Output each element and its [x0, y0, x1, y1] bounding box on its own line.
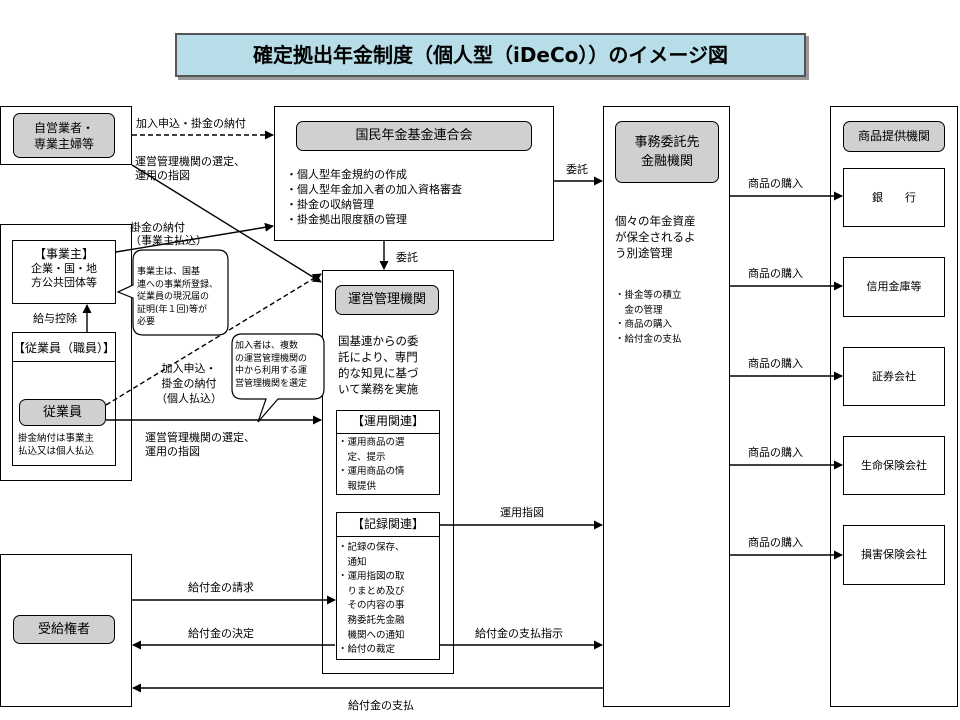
- employees-group-divider: [12, 361, 116, 362]
- employer-label: 【事業主】: [33, 247, 94, 261]
- provider-credit-union: 信用金庫等: [843, 257, 945, 317]
- provider-bank: 銀 行: [843, 168, 945, 227]
- label-benefit-decision: 給付金の決定: [188, 627, 254, 640]
- operation-title: 【運用関連】: [351, 414, 424, 428]
- federation-label: 国民年金基金連合会: [296, 121, 532, 151]
- title-banner: [175, 33, 806, 77]
- label-purchase: 商品の購入: [748, 357, 803, 370]
- label-purchase: 商品の購入: [748, 536, 803, 549]
- balloon-participant-shape: [231, 333, 325, 423]
- record-title: 【記録関連】: [351, 517, 424, 531]
- label-investment-instruction: 運用指図: [500, 506, 544, 519]
- label-salary-deduction: 給与控除: [33, 312, 77, 325]
- providers-title: 商品提供機関: [843, 121, 945, 152]
- provider-nonlife-insurance: 損害保険会社: [843, 525, 945, 585]
- label-payment-instruction: 給付金の支払指示: [475, 627, 563, 640]
- label-purchase: 商品の購入: [748, 177, 803, 190]
- label-entrust-2: 委託: [396, 251, 418, 264]
- self-employed-label: 自営業者・ 専業主婦等: [13, 113, 115, 158]
- record-keeper-label: 運営管理機関: [335, 285, 439, 315]
- label-benefit-request: 給付金の請求: [188, 581, 254, 594]
- label-apply-individual: 加入申込・ 掛金の納付 （個人払込）: [156, 362, 222, 405]
- label-contribution-employer: 掛金の納付 （事業主払込）: [130, 221, 207, 247]
- federation-items: ・個人型年金規約の作成 ・個人型年金加入者の加入資格審査 ・掛金の収納管理 ・掛…: [286, 168, 462, 227]
- label-purchase: 商品の購入: [748, 267, 803, 280]
- record-items: ・記録の保存、 通知 ・運用指図の取 りまとめ及び その内容の事 務委託先金融 …: [338, 542, 405, 656]
- federation-item: ・掛金の収納管理: [286, 198, 374, 211]
- federation-item: ・掛金拠出限度額の管理: [286, 213, 407, 226]
- page-title: 確定拠出年金制度（個人型（iDeCo））のイメージ図: [252, 43, 729, 67]
- label-benefit-payment: 給付金の支払: [348, 699, 414, 712]
- label-purchase: 商品の購入: [748, 446, 803, 459]
- label-entrust-1: 委託: [566, 163, 588, 176]
- employer-sub: 企業・国・地 方公共団体等: [31, 262, 97, 289]
- arrow-apply-individual: [105, 273, 322, 406]
- federation-item: ・個人型年金規約の作成: [286, 168, 407, 181]
- beneficiary-label: 受給権者: [13, 615, 115, 644]
- balloon-employer-text: 事業主は、国基 連への事業所登録、 従業員の現況届の 証明(年１回)等が 必要: [137, 267, 219, 327]
- trustee-label: 事務委託先 金融機関: [615, 121, 719, 183]
- operation-divider: [336, 433, 440, 434]
- trustee-desc: 個々の年金資産 が保全されるよ う別途管理: [615, 214, 696, 260]
- arrow-select-rk-top: [131, 164, 322, 283]
- operation-box: [336, 410, 440, 495]
- federation-item: ・個人型年金加入者の加入資格審査: [286, 183, 462, 196]
- operation-items: ・運用商品の選 定、提示 ・運用商品の情 報提供: [338, 437, 405, 492]
- arrow-contribution-employer: [115, 222, 274, 253]
- trustee-box: [603, 106, 730, 707]
- balloon-participant-text: 加入者は、複数 の運営管理機関の 中から利用する運 営管理機関を選定: [235, 341, 308, 389]
- employer-box: 【事業主】 企業・国・地 方公共団体等: [12, 240, 116, 304]
- provider-life-insurance: 生命保険会社: [843, 436, 945, 495]
- employee-note: 掛金納付は事業主 払込又は個人払込: [18, 433, 95, 457]
- label-select-rk-top: 運営管理機関の選定、 運用の指図: [135, 155, 245, 182]
- record-divider: [336, 536, 440, 537]
- balloon-employer-shape: [116, 249, 229, 336]
- label-apply-self: 加入申込・掛金の納付: [136, 117, 246, 130]
- label-select-rk-emp: 運営管理機関の選定、 運用の指図: [145, 431, 255, 458]
- employee-label: 従業員: [19, 399, 106, 426]
- provider-securities: 証券会社: [843, 347, 945, 406]
- record-keeper-desc: 国基連からの委 託により、専門 的な知見に基づ いて業務を実施: [338, 334, 419, 396]
- employees-group-label: 【従業員（職員）】: [12, 341, 115, 355]
- trustee-items: ・掛金等の積立 金の管理 ・商品の購入 ・給付金の支払: [615, 290, 682, 345]
